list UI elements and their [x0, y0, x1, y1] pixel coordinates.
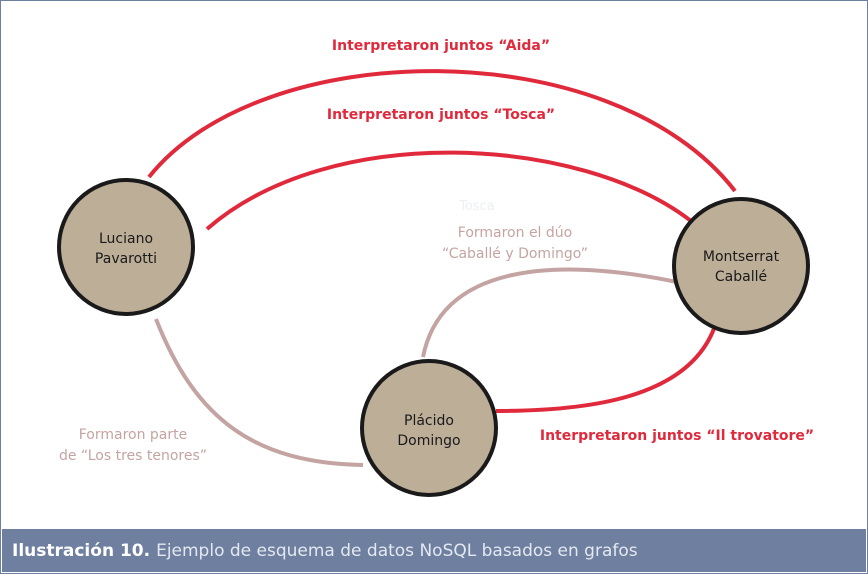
node-domingo: Plácido Domingo — [360, 359, 498, 497]
node-domingo-line2: Domingo — [397, 433, 460, 449]
edge-tres-tenores — [154, 318, 364, 467]
figure-caption: Ilustración 10. Ejemplo de esquema de da… — [2, 529, 866, 572]
edge-label-tosca: Interpretaron juntos “Tosca” — [327, 107, 555, 123]
edge-trovatore — [495, 322, 718, 413]
node-pavarotti-line1: Luciano — [99, 231, 153, 247]
edge-label-tenores-line2: de “Los tres tenores” — [59, 448, 207, 464]
edge-label-trovatore: Interpretaron juntos “Il trovatore” — [540, 428, 814, 444]
edge-duo — [421, 267, 678, 358]
caption-text: Ejemplo de esquema de datos NoSQL basado… — [156, 540, 638, 561]
graph-diagram: Interpretaron juntos “Aida” Interpretaro… — [57, 38, 814, 497]
edge-tosca — [205, 150, 693, 231]
edge-aida — [147, 69, 737, 193]
node-caballe-line1: Montserrat — [703, 249, 780, 265]
caption-label: Ilustración 10. — [12, 540, 151, 561]
node-pavarotti: Luciano Pavarotti — [57, 178, 195, 316]
edge-label-duo-line2: “Caballé y Domingo” — [442, 246, 588, 262]
node-pavarotti-line2: Pavarotti — [95, 251, 157, 267]
node-caballe: Montserrat Caballé — [672, 197, 810, 335]
edge-label-tenores-line1: Formaron parte — [79, 427, 188, 443]
node-domingo-line1: Plácido — [404, 413, 454, 429]
edge-label-duo-line1: Formaron el dúo — [458, 225, 572, 241]
node-caballe-line2: Caballé — [715, 269, 767, 285]
edge-label-aida: Interpretaron juntos “Aida” — [332, 38, 550, 54]
edge-label-ghost: Tosca — [458, 199, 495, 214]
